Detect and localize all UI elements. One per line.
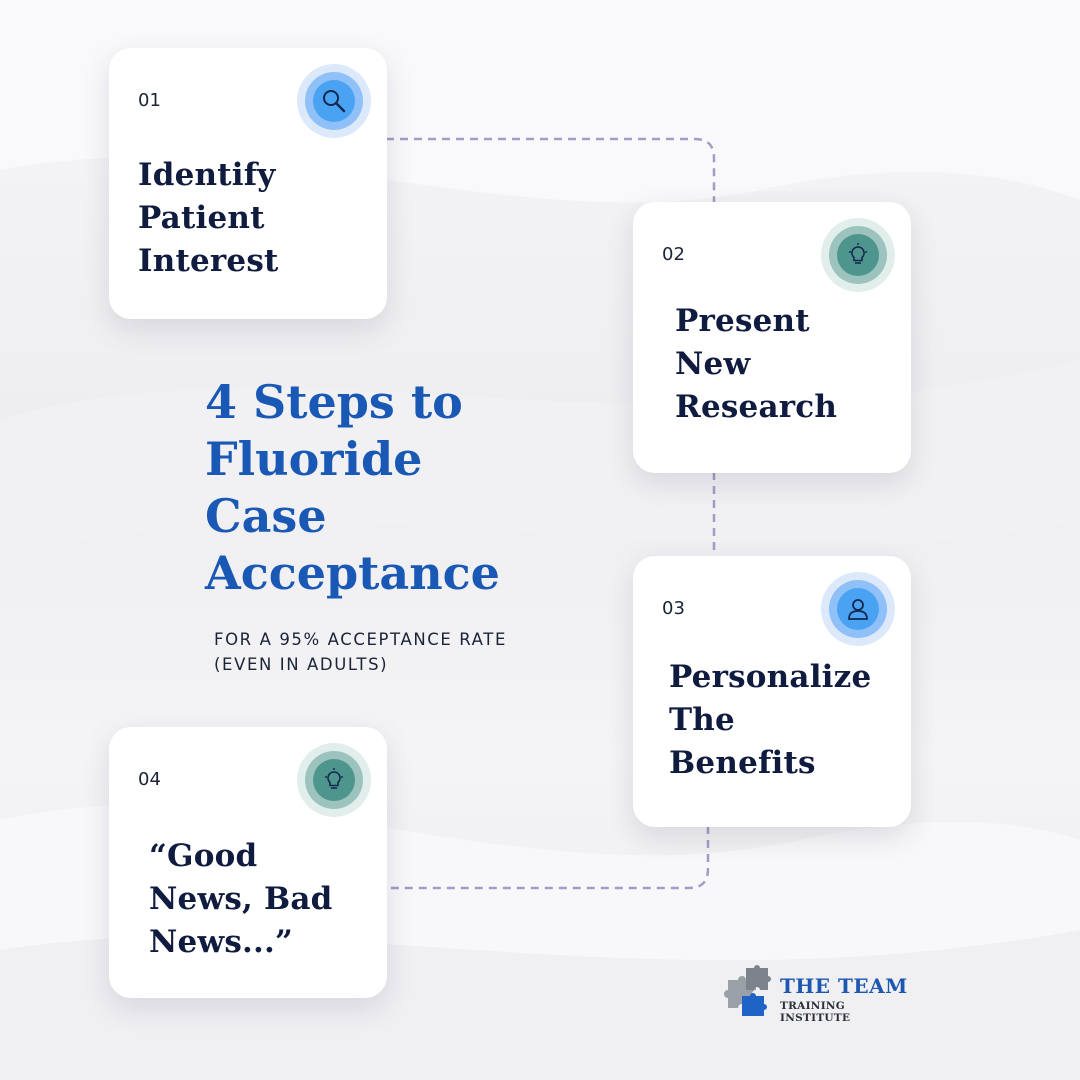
step-badge — [297, 64, 371, 138]
step-card-4: 04 “Good News, Bad News...” — [109, 727, 387, 998]
main-headline: 4 Steps to Fluoride Case Acceptance — [205, 375, 500, 600]
step-number: 04 — [138, 769, 161, 790]
step-card-3: 03 Personalize The Benefits — [633, 556, 911, 827]
team-training-logo: THE TEAM TRAINING INSTITUTE — [722, 960, 912, 1024]
magnifier-icon — [313, 80, 355, 122]
person-icon — [837, 588, 879, 630]
step-title: Present New Research — [675, 303, 838, 425]
step-badge — [821, 218, 895, 292]
step-number: 02 — [662, 244, 685, 265]
step-badge — [821, 572, 895, 646]
step-number: 03 — [662, 598, 685, 619]
lightbulb-icon — [837, 234, 879, 276]
step-card-2: 02 Present New Research — [633, 202, 911, 473]
step-card-1: 01 Identify Patient Interest — [109, 48, 387, 319]
step-title: Identify Patient Interest — [138, 157, 279, 279]
puzzle-logo-icon — [724, 965, 771, 1016]
subheadline: FOR A 95% ACCEPTANCE RATE (EVEN IN ADULT… — [214, 630, 507, 674]
lightbulb-icon — [313, 759, 355, 801]
step-number: 01 — [138, 90, 161, 111]
step-badge — [297, 743, 371, 817]
logo-title: THE TEAM — [780, 974, 908, 998]
logo-subtitle: TRAINING INSTITUTE — [780, 1000, 851, 1024]
step-title: “Good News, Bad News...” — [149, 838, 333, 960]
step-title: Personalize The Benefits — [669, 659, 872, 781]
